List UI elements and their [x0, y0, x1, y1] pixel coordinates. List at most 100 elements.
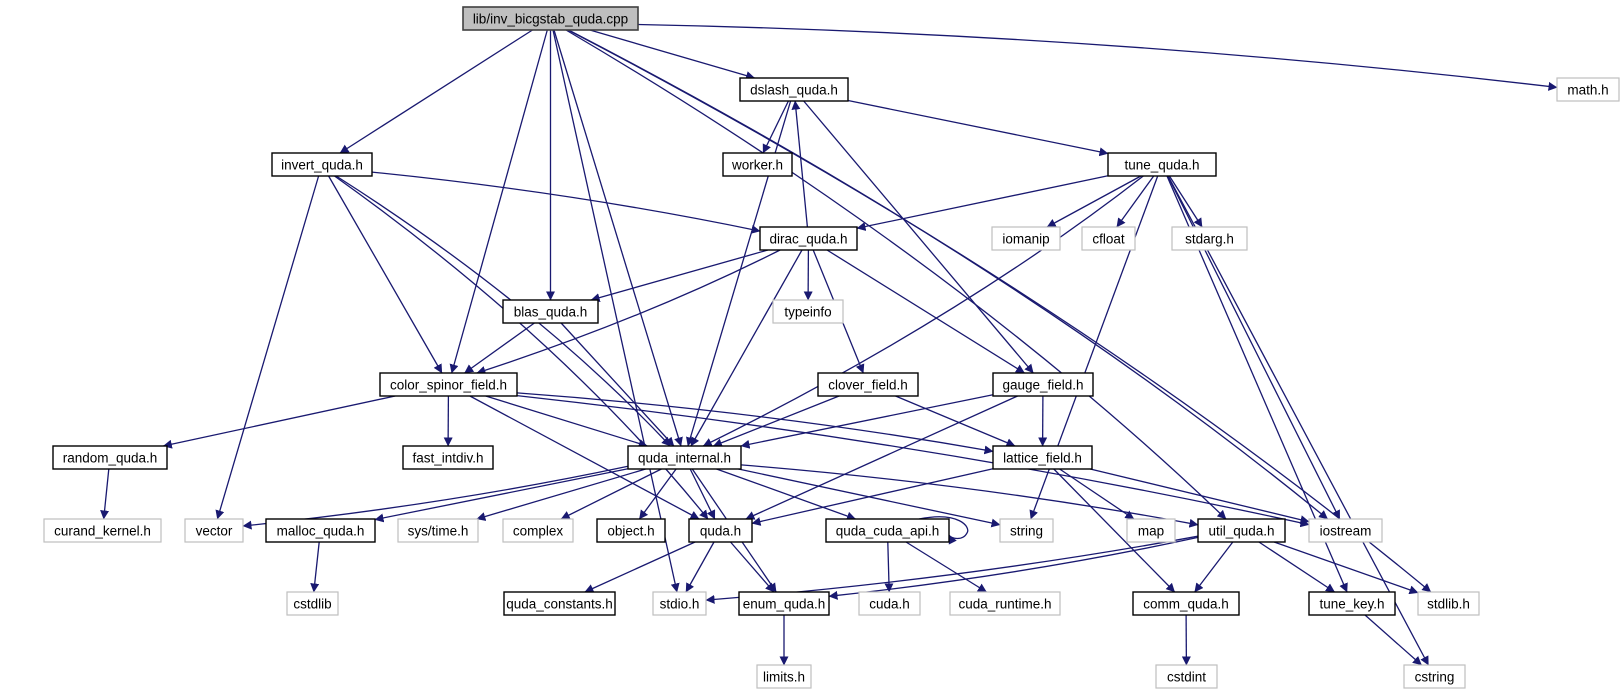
- edge-util_quda-to-enum_quda: [828, 536, 1199, 600]
- edge-dslash_quda-to-gauge_field: [803, 100, 1034, 374]
- node-string: string: [999, 518, 1054, 543]
- node-quda[interactable]: quda.h: [688, 518, 753, 543]
- node-label: stdarg.h: [1185, 231, 1234, 246]
- node-label: blas_quda.h: [514, 304, 588, 319]
- edge-quda_cuda_api-to-cuda: [884, 541, 894, 593]
- node-math: math.h: [1556, 77, 1620, 102]
- edge-quda_internal-to-vector: [242, 465, 629, 530]
- node-label: map: [1138, 523, 1164, 538]
- edge-lattice_field-to-iostream: [1090, 468, 1310, 525]
- node-label: quda_cuda_api.h: [836, 523, 940, 538]
- node-malloc-quda[interactable]: malloc_quda.h: [265, 518, 376, 543]
- node-box: [652, 591, 707, 616]
- node-box: [825, 518, 950, 543]
- edge-root-to-invert_quda: [339, 29, 533, 154]
- node-tune-key[interactable]: tune_key.h: [1308, 591, 1396, 616]
- node-label: clover_field.h: [828, 377, 908, 392]
- node-comm-quda[interactable]: comm_quda.h: [1132, 591, 1240, 616]
- edge-dirac_quda-to-quda_internal: [690, 249, 803, 447]
- node-quda-constants[interactable]: quda_constants.h: [503, 591, 616, 616]
- edge-root-to-color_spinor_field: [449, 29, 548, 374]
- edge-tune_quda-to-dirac_quda: [856, 175, 1109, 231]
- node-box: [1197, 518, 1286, 543]
- edge-tune_quda-to-string: [1029, 175, 1159, 520]
- node-label: complex: [513, 523, 564, 538]
- node-box: [462, 6, 639, 31]
- node-box: [402, 445, 494, 470]
- node-util-quda[interactable]: util_quda.h: [1197, 518, 1286, 543]
- node-box: [502, 518, 574, 543]
- edge-quda-to-enum_quda: [730, 541, 775, 593]
- node-box: [1126, 518, 1176, 543]
- node-iostream: iostream: [1308, 518, 1383, 543]
- node-enum-quda[interactable]: enum_quda.h: [738, 591, 830, 616]
- edge-clover_field-to-quda_internal: [712, 395, 840, 448]
- node-box: [772, 299, 844, 324]
- edge-tune_quda-to-iomanip: [1046, 175, 1142, 228]
- node-gauge-field[interactable]: gauge_field.h: [992, 372, 1094, 397]
- node-box: [1081, 226, 1136, 251]
- node-quda-internal[interactable]: quda_internal.h: [627, 445, 742, 470]
- node-box: [1308, 591, 1396, 616]
- node-tune-quda[interactable]: tune_quda.h: [1107, 152, 1217, 177]
- node-label: iostream: [1320, 523, 1372, 538]
- edge-color_spinor_field-to-lattice_field: [516, 392, 994, 455]
- edge-root-to-quda_internal: [553, 29, 683, 447]
- node-dslash-quda[interactable]: dslash_quda.h: [739, 77, 849, 102]
- node-cstring: cstring: [1403, 664, 1466, 689]
- node-label: worker.h: [731, 157, 783, 172]
- node-dirac-quda[interactable]: dirac_quda.h: [759, 226, 858, 251]
- edge-dirac_quda-to-color_spinor_field: [476, 249, 781, 375]
- node-object[interactable]: object.h: [596, 518, 666, 543]
- node-label: dirac_quda.h: [769, 231, 847, 246]
- node-label: enum_quda.h: [743, 596, 826, 611]
- node-box: [379, 372, 518, 397]
- edge-quda_cuda_api-to-quda_cuda_api: [918, 516, 969, 545]
- node-typeinfo: typeinfo: [772, 299, 844, 324]
- node-random-quda[interactable]: random_quda.h: [52, 445, 168, 470]
- node-iomanip: iomanip: [991, 226, 1061, 251]
- node-box: [1155, 664, 1218, 689]
- node-box: [397, 518, 479, 543]
- edge-invert_quda-to-dirac_quda: [371, 171, 761, 234]
- node-cfloat: cfloat: [1081, 226, 1136, 251]
- edge-quda_internal-to-object: [638, 468, 677, 520]
- node-color-spinor-field[interactable]: color_spinor_field.h: [379, 372, 518, 397]
- edge-root-to-dslash_quda: [589, 29, 756, 80]
- node-worker[interactable]: worker.h: [722, 152, 793, 177]
- node-fast-intdiv[interactable]: fast_intdiv.h: [402, 445, 494, 470]
- node-label: malloc_quda.h: [277, 523, 365, 538]
- edge-tune_quda-to-stdarg: [1168, 175, 1203, 228]
- node-label: cstdlib: [293, 596, 331, 611]
- edge-gauge_field-to-quda_internal: [740, 394, 994, 449]
- node-label: lattice_field.h: [1003, 450, 1082, 465]
- node-box: [688, 518, 753, 543]
- node-label: quda.h: [700, 523, 741, 538]
- node-label: iomanip: [1002, 231, 1049, 246]
- node-root: lib/inv_bicgstab_quda.cpp: [462, 6, 639, 31]
- node-box: [43, 518, 162, 543]
- edges-layer: [100, 23, 1558, 666]
- node-label: cstdint: [1167, 669, 1206, 684]
- node-invert-quda[interactable]: invert_quda.h: [271, 152, 373, 177]
- edge-lattice_field-to-quda: [751, 468, 994, 526]
- node-box: [1171, 226, 1248, 251]
- node-box: [739, 77, 849, 102]
- edge-random_quda-to-curand_kernel: [100, 468, 110, 520]
- node-quda-cuda-api[interactable]: quda_cuda_api.h: [825, 518, 950, 543]
- node-box: [991, 226, 1061, 251]
- node-cuda-runtime: cuda_runtime.h: [949, 591, 1061, 616]
- edge-quda_cuda_api-to-cuda_runtime: [905, 541, 987, 593]
- node-box: [1417, 591, 1480, 616]
- node-lattice-field[interactable]: lattice_field.h: [992, 445, 1093, 470]
- edge-blas_quda-to-quda_internal: [560, 322, 675, 447]
- node-clover-field[interactable]: clover_field.h: [817, 372, 919, 397]
- node-blas-quda[interactable]: blas_quda.h: [502, 299, 599, 324]
- edge-tune_key-to-cstring: [1364, 614, 1422, 666]
- edge-color_spinor_field-to-quda: [469, 395, 700, 520]
- edge-tune_quda-to-cfloat: [1116, 175, 1155, 228]
- node-limits: limits.h: [756, 664, 812, 689]
- node-label: quda_internal.h: [638, 450, 731, 465]
- node-box: [265, 518, 376, 543]
